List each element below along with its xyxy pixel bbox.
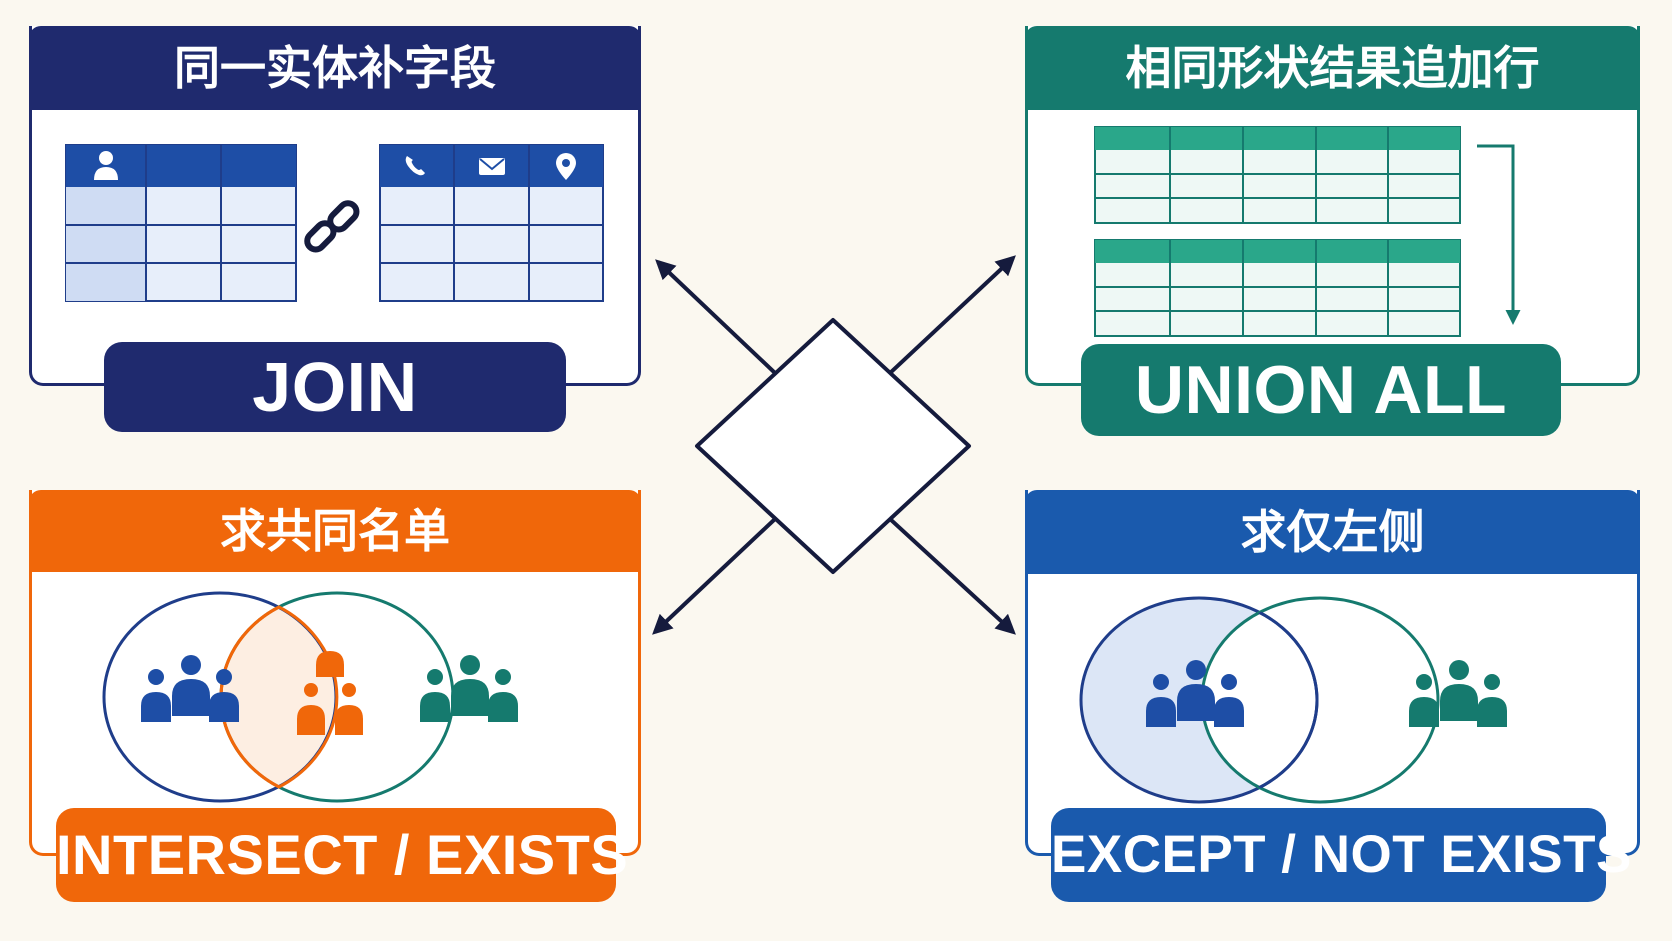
append-arrow-icon	[1477, 144, 1521, 325]
join-left-table	[65, 144, 297, 302]
intersect-panel-title: 求共同名单	[29, 490, 641, 572]
phone-icon	[405, 156, 425, 176]
people-group-icon	[297, 651, 363, 735]
except-tag: EXCEPT / NOT EXISTS	[1051, 808, 1631, 902]
link-icon	[304, 200, 360, 253]
join-panel-title: 同一实体补字段	[29, 26, 641, 110]
arrow-bottom-right	[888, 517, 1016, 635]
join-right-table	[379, 144, 604, 302]
mail-icon	[479, 158, 505, 175]
people-group-icon	[1409, 660, 1507, 727]
center-arrows	[652, 255, 1016, 635]
union-tag: UNION ALL	[1081, 344, 1561, 436]
arrow-bottom-left	[652, 517, 777, 635]
arrow-top-left	[655, 259, 777, 375]
except-venn	[1079, 596, 1440, 804]
union-top-table	[1094, 126, 1461, 224]
center-diamond	[695, 318, 971, 574]
people-group-icon	[141, 655, 239, 722]
location-pin-icon	[556, 153, 576, 180]
user-icon	[94, 151, 118, 180]
people-group-icon	[420, 655, 518, 722]
union-panel-title: 相同形状结果追加行	[1025, 26, 1640, 110]
arrow-top-right	[888, 255, 1016, 375]
union-bottom-table	[1094, 239, 1461, 337]
join-tag: JOIN	[104, 342, 566, 432]
intersect-tag: INTERSECT / EXISTS	[56, 808, 628, 902]
except-panel-title: 求仅左侧	[1025, 490, 1640, 574]
people-group-icon	[1146, 660, 1244, 727]
